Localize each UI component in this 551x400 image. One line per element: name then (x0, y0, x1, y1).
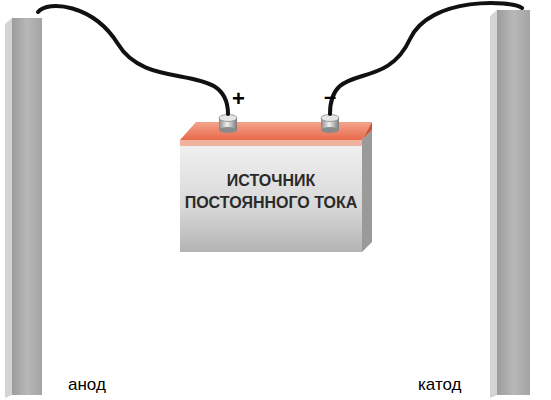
polarity-sign: + (232, 88, 245, 110)
polarity-sign: – (324, 86, 336, 108)
electrode: катод (415, 8, 535, 397)
battery-terminal (219, 115, 237, 134)
wire (330, 3, 522, 114)
anode-plate (5, 18, 42, 398)
battery-body (180, 122, 372, 252)
power-source: ИСТОЧНИК ПОСТОЯННОГО ТОКА (180, 114, 372, 254)
wire (38, 6, 228, 114)
source-label: ИСТОЧНИК ПОСТОЯННОГО ТОКА (180, 170, 362, 214)
electrode-label: катод (418, 375, 462, 395)
cathode-plate (490, 10, 530, 398)
battery-terminal (321, 115, 339, 134)
electrode-label: анод (68, 375, 106, 395)
electrode: анод (5, 12, 125, 397)
